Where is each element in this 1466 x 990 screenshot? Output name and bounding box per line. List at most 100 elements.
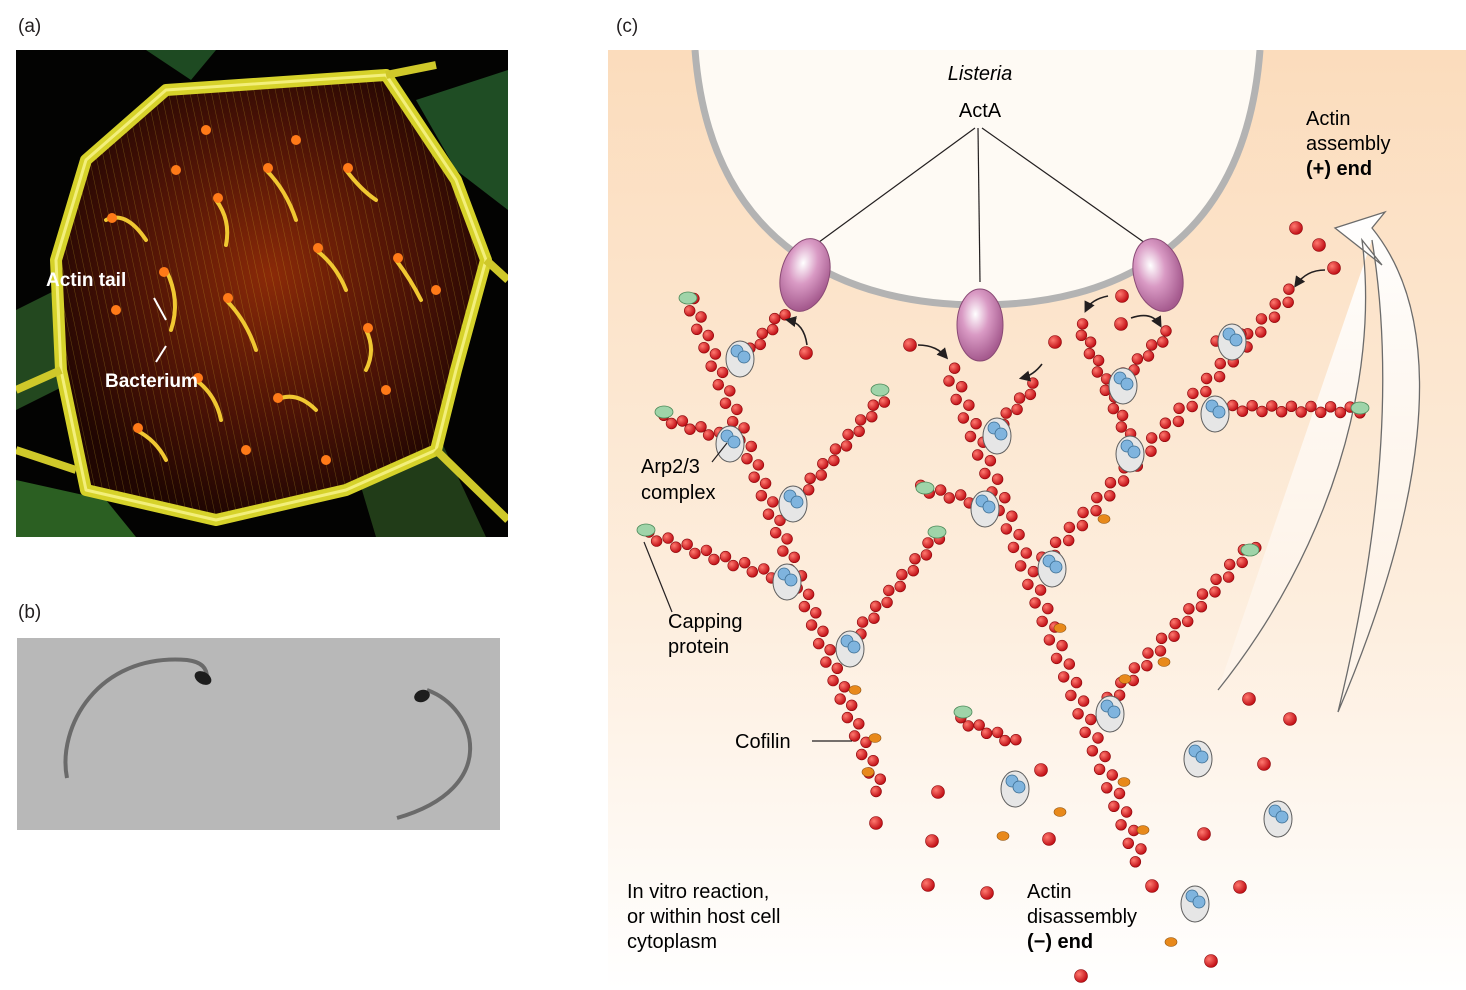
actin-subunit xyxy=(868,612,880,624)
actin-subunit xyxy=(842,428,854,441)
actin-subunit xyxy=(831,662,843,674)
bacterium-spot xyxy=(159,267,169,277)
incorporation-arrows xyxy=(784,269,1326,382)
actin-subunit xyxy=(1034,584,1047,596)
actin-subunit xyxy=(1063,658,1076,670)
actin-subunit xyxy=(1128,662,1141,674)
capping-protein-label: Capping protein xyxy=(668,611,748,658)
actin-subunit xyxy=(1135,843,1147,855)
actin-subunit xyxy=(1010,733,1022,746)
arp3-subunit xyxy=(1229,333,1243,347)
actin-subunit xyxy=(1057,671,1070,683)
actin-subunit xyxy=(979,467,991,480)
actin-subunit xyxy=(883,584,895,597)
actin-subunit xyxy=(762,508,775,520)
arp3-subunit xyxy=(1120,377,1134,391)
actin-subunit xyxy=(1255,326,1267,338)
actin-subunit xyxy=(1006,510,1018,522)
actin-subunit xyxy=(874,773,886,785)
actin-subunit xyxy=(777,545,789,557)
capping-protein xyxy=(1240,543,1260,557)
actin-subunit xyxy=(878,396,891,408)
actin-subunit xyxy=(950,393,962,406)
actin-subunit xyxy=(1282,296,1294,308)
arp3-subunit xyxy=(1192,895,1206,909)
arp23-complex-label: Arp2/3 complex xyxy=(641,456,715,504)
actin-subunit xyxy=(999,734,1011,747)
actin-subunit xyxy=(1283,283,1295,295)
actin-subunit xyxy=(1076,519,1089,532)
capping-proteins xyxy=(636,291,1370,719)
actin-subunit xyxy=(815,469,827,481)
actin-subunit xyxy=(817,625,829,637)
actin-subunit xyxy=(1079,726,1091,738)
listeria-label: Listeria xyxy=(948,63,1012,85)
actin-subunit xyxy=(1077,506,1089,519)
actin-monomer xyxy=(1257,757,1271,771)
actin-subunit xyxy=(1186,400,1198,413)
bacterium-spot xyxy=(343,163,353,173)
actin-subunit xyxy=(698,342,710,354)
actin-subunit xyxy=(943,375,955,387)
actin-subunit xyxy=(805,619,818,631)
actin-subunit xyxy=(999,492,1011,504)
actin-subunit xyxy=(1141,659,1153,672)
acta-pointer-lines xyxy=(814,127,1146,283)
actin-subunit xyxy=(1072,708,1084,720)
cofilin xyxy=(1118,674,1132,684)
capping-protein xyxy=(678,291,698,305)
actin-subunit xyxy=(724,385,736,397)
actin-monomer xyxy=(1312,238,1326,252)
actin-subunit xyxy=(845,699,858,711)
actin-subunit xyxy=(716,366,729,379)
actin-subunit xyxy=(1020,547,1033,559)
actin-subunit xyxy=(1075,329,1088,341)
actin-subunit xyxy=(1104,477,1117,489)
actin-subunit xyxy=(828,454,840,467)
bacterium-spot xyxy=(171,165,181,175)
actin-subunit xyxy=(683,305,696,317)
phase-contrast-micrograph xyxy=(17,638,500,830)
arp3-subunit xyxy=(790,495,804,509)
cofilin xyxy=(848,685,862,695)
actin-subunit xyxy=(731,403,743,416)
actin-subunit xyxy=(827,674,839,687)
actin-tail xyxy=(224,298,258,352)
actin-subunit xyxy=(768,312,781,325)
actin-subunit xyxy=(1115,819,1127,831)
actin-monomer xyxy=(1145,879,1159,893)
actin-subunit xyxy=(1213,371,1226,383)
actin-subunit xyxy=(1083,347,1096,360)
actin-subunit xyxy=(1013,392,1026,404)
actin-subunit xyxy=(853,425,865,437)
bacterium-spot xyxy=(193,373,203,383)
actin-subunit xyxy=(1169,617,1182,630)
arp3-subunit xyxy=(1107,705,1121,719)
actin-subunit xyxy=(1131,353,1144,365)
actin-subunit xyxy=(754,338,766,351)
actin-subunit xyxy=(665,417,678,430)
actin-subunit xyxy=(1145,432,1158,444)
actin-subunit xyxy=(962,720,974,732)
actin-subunit xyxy=(991,473,1004,485)
actin-subunit xyxy=(1091,366,1104,378)
actin-subunit xyxy=(1334,406,1347,419)
actin-subunit xyxy=(1108,800,1120,812)
actin-assembly-label: Actin assembly (+) end xyxy=(1306,108,1396,180)
actin-subunit xyxy=(802,588,815,600)
capping-protein xyxy=(953,705,973,719)
actin-subunit xyxy=(1014,560,1027,572)
actin-subunit xyxy=(955,381,968,393)
bacterium-spot xyxy=(223,293,233,303)
actin-monomer xyxy=(1283,712,1297,726)
arp3-subunit xyxy=(1275,810,1289,824)
actin-monomer xyxy=(1074,969,1088,983)
actin-tail-label: Actin tail xyxy=(46,270,126,291)
cofilin xyxy=(1097,514,1111,524)
actin-subunit xyxy=(920,549,933,561)
actin-subunit xyxy=(1104,490,1116,502)
cofilin xyxy=(1053,807,1067,817)
actin-subunit xyxy=(1275,406,1288,418)
arp3-subunit xyxy=(1127,445,1141,459)
actin-subunit xyxy=(1049,536,1062,548)
